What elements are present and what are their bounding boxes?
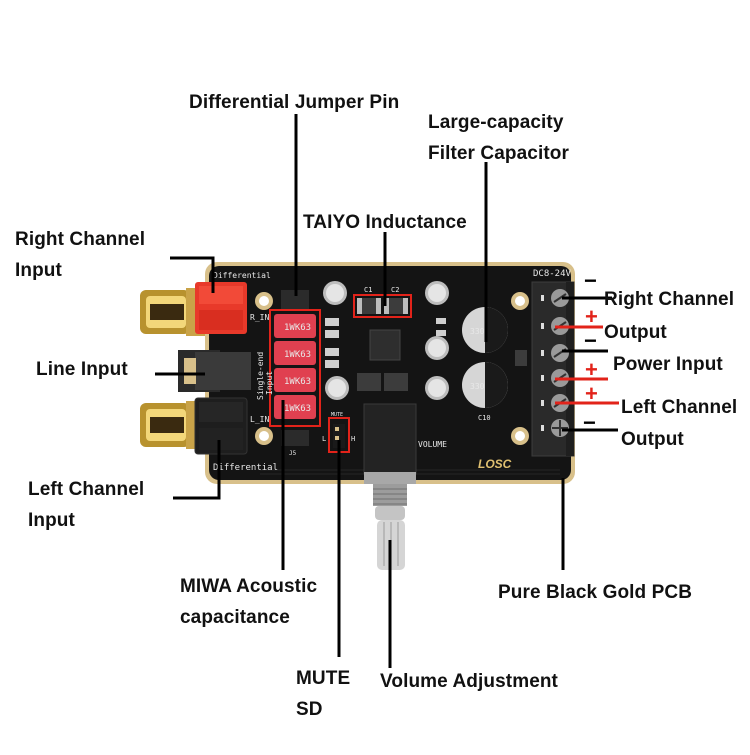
silk-differential-bottom: Differential: [213, 463, 278, 473]
small-caps: [323, 281, 449, 400]
brand-logo: LOSC: [478, 457, 512, 471]
miwa-highlight-box: [269, 309, 321, 427]
label-power-input: Power Input: [613, 354, 723, 375]
label-filter-capacitor-line1: Large-capacity: [428, 112, 564, 133]
taiyo-inductors: [357, 298, 408, 391]
silk-c1: C1: [364, 286, 372, 294]
label-right-channel-input-line1: Right Channel: [15, 229, 146, 250]
polarity-minus: −: [584, 268, 597, 293]
taiyo-highlight-box: [353, 294, 412, 318]
diff-jumper-header: [281, 290, 309, 310]
volume-potentiometer: [363, 403, 417, 570]
black-jumper: [194, 397, 248, 455]
mute-jumper: [333, 424, 345, 448]
positive-leader-lines: [555, 325, 619, 405]
label-right-channel-output-line1: Right Channel: [604, 289, 735, 310]
silk-l-in: L_IN: [250, 415, 269, 424]
label-left-channel-output-line1: Left Channel: [621, 397, 738, 418]
label-left-channel-input-line2: Input: [28, 510, 75, 531]
label-mute-line2: SD: [296, 699, 323, 720]
label-volume-adjustment: Volume Adjustment: [380, 671, 558, 692]
label-right-channel-output-line2: Output: [604, 322, 667, 343]
polarity-minus: −: [583, 410, 596, 435]
filter-capacitors: [462, 307, 508, 408]
leader-lines: [155, 114, 618, 668]
label-differential-jumper-pin: Differential Jumper Pin: [189, 92, 400, 113]
cap-marking: 1WK63: [284, 404, 311, 414]
silk-mute: MUTE: [331, 412, 343, 418]
silk-h: H: [351, 435, 355, 443]
line-input-jack: [178, 350, 251, 392]
label-pcb: Pure Black Gold PCB: [498, 582, 693, 603]
polarity-plus: +: [585, 357, 598, 382]
silk-l: L: [322, 435, 326, 443]
cap-value: 330: [470, 327, 485, 336]
label-miwa-line1: MIWA Acoustic: [180, 576, 318, 597]
polarity-minus: −: [584, 328, 597, 353]
amplifier-ic: [369, 329, 401, 361]
cap-marking: 1WK63: [284, 323, 311, 333]
silk-input: Input: [265, 371, 274, 395]
silk-dc-range: DC8-24V: [533, 269, 572, 279]
silk-j5: J5: [289, 450, 297, 457]
silk-c10: C10: [478, 414, 491, 422]
silk-c2: C2: [391, 286, 399, 294]
red-jumper: [195, 282, 247, 334]
silk-r-in: R_IN: [250, 313, 269, 322]
silk-volume: VOLUME: [418, 440, 447, 449]
silk-single-end: Single-end: [256, 352, 265, 400]
label-left-channel-output-line2: Output: [621, 429, 684, 450]
label-mute-line1: MUTE: [296, 668, 351, 689]
label-filter-capacitor-line2: Filter Capacitor: [428, 143, 569, 164]
label-taiyo-inductance: TAIYO Inductance: [303, 212, 467, 233]
polarity-plus: +: [585, 304, 598, 329]
cap-value: 330: [470, 382, 485, 391]
cap-marking: 1WK63: [284, 350, 311, 360]
label-right-channel-input-line2: Input: [15, 260, 62, 281]
label-line-input: Line Input: [36, 359, 128, 380]
label-miwa-line2: capacitance: [180, 607, 290, 628]
silk-differential-top: Differential: [213, 271, 271, 280]
label-left-channel-input-line1: Left Channel: [28, 479, 145, 500]
polarity-plus: +: [585, 381, 598, 406]
cap-marking: 1WK63: [284, 377, 311, 387]
